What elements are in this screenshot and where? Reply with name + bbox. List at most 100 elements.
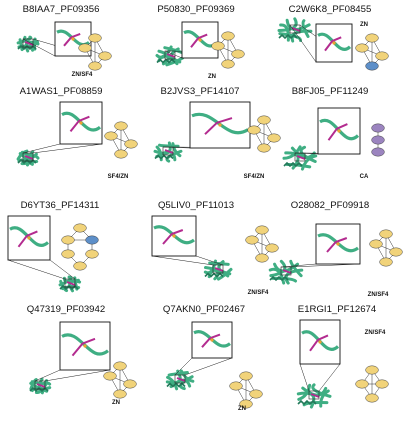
ligand-label: ZN/SF4 [365,330,386,336]
zoom-binding-residues [326,237,348,253]
ligand-label: ZN/SF4 [72,72,93,78]
panel-title: E1RGI1_PF12674 [298,304,377,315]
ligand-label: SF4/ZN [108,174,129,180]
protein-ribbon [58,275,73,287]
graph-node [389,247,403,257]
zoom-metal-ion [318,340,322,344]
panel-title: A1WAS1_PF08859 [20,86,103,97]
graph-node [124,139,138,149]
protein-helix [269,275,289,282]
binding-site-residue [176,377,186,382]
zoom-source-box [212,264,224,274]
zoom-binding-residues [201,333,221,348]
binding-site-residue [164,149,174,154]
zoom-metal-ion [83,344,87,348]
graph-node [113,389,127,399]
graph-node [265,243,279,253]
zoom-inset [315,223,361,265]
zoom-binding-residues [17,230,38,248]
zoom-binding-residues [309,334,329,352]
graph-node [371,147,385,157]
zoom-binding-residues [324,36,342,52]
ligand-label: SF4/ZN [244,174,265,180]
graph-node [98,51,112,61]
protein-helix [204,272,224,278]
protein-ribbon [279,23,290,42]
graph-node [245,235,259,245]
zoom-guide-line [290,263,361,268]
zoom-guide-line [22,38,56,57]
zoom-metal-ion [336,242,340,246]
protein-ribbon [171,142,182,158]
graph-node [221,59,235,69]
zoom-source-box [164,50,176,60]
panel-title: B8IAA7_PF09356 [23,4,100,15]
panel-title: Q7AKN0_PF02467 [163,304,245,315]
graph-node [85,249,99,259]
graph-node [88,33,102,43]
protein-ribbon [277,17,298,32]
binding-site-residue [291,27,301,32]
protein-ribbon [165,369,182,385]
zoom-guide-line [44,369,111,382]
graph-node [379,257,393,267]
protein-ribbon [301,19,310,38]
zoom-guide-line [34,369,61,382]
binding-site-residue [310,393,320,398]
zoom-metal-ion [27,236,31,240]
zoom-guide-line [32,143,103,154]
protein-helix [297,399,317,406]
protein-ribbon [158,143,180,148]
graph-node [365,61,379,71]
zoom-guide-line [164,50,183,59]
graph-node [267,133,281,143]
zoom-guide-line [289,24,317,63]
panel-title: P50830_PF09369 [157,4,234,15]
binding-site-residue [36,383,46,388]
zoom-guide-line [299,363,310,392]
zoom-metal-ion [79,121,83,125]
zoom-guide-line [7,259,66,280]
protein-ribbon [203,266,220,281]
graph-node [103,371,117,381]
zoom-guide-line [49,259,76,280]
graph-node [371,135,385,145]
protein-ribbon [165,56,185,67]
zoom-source-box [308,390,320,400]
protein-ribbon [301,386,328,397]
graph-node [365,393,379,403]
zoom-source-box [22,38,34,48]
protein-ribbon [290,146,316,159]
binding-site-residue [214,267,224,272]
graph-node [257,115,271,125]
zoom-source-box [162,146,174,156]
protein-helix [156,58,176,64]
binding-site-residue [282,269,292,274]
zoom-metal-ion [218,123,222,127]
zoom-binding-residues [204,117,233,135]
protein-ribbon [319,389,330,408]
graph-node [239,399,253,409]
zoom-source-box [64,278,76,288]
graph-node [61,235,75,245]
graph-node [114,149,128,159]
zoom-source-box [34,380,46,390]
panel-title: O28082_PF09918 [291,200,369,211]
graph-node [369,239,383,249]
zoom-guide-line [318,363,341,392]
protein-helix [278,33,298,40]
protein-ribbon [300,154,318,171]
graph-node [104,131,118,141]
ligand-label: CA [360,174,369,180]
protein-ribbon [297,383,312,401]
graph-node [239,371,253,381]
protein-helix [283,161,303,168]
